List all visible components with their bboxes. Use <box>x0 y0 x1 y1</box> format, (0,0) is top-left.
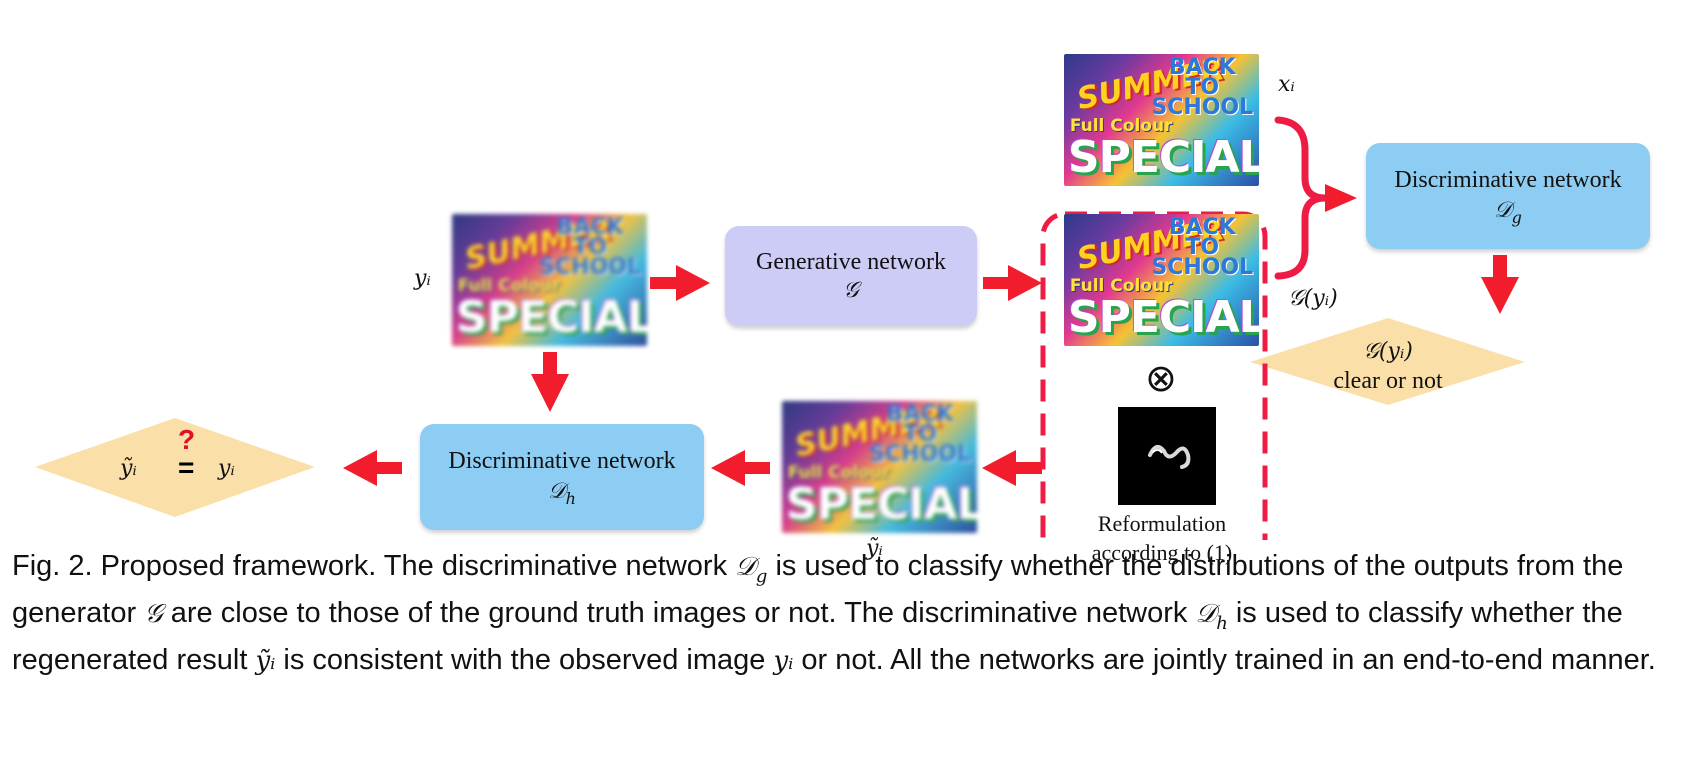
caption-part: Fig. 2. Proposed framework. The discrimi… <box>12 550 736 582</box>
decision-diamond-left <box>35 418 315 517</box>
caption-math: ỹᵢ <box>255 645 276 676</box>
caption-math: 𝒢 <box>144 598 163 629</box>
arrow-brace-to-disc-g <box>1325 184 1357 212</box>
reformulation-line1: Reformulation <box>1097 511 1227 536</box>
arrow-input-to-disc-h <box>531 352 569 412</box>
decision-right-text: 𝒢(yᵢ) clear or not <box>1288 338 1488 396</box>
decision-left-question: ? <box>178 424 196 455</box>
decision-left-lhs: ỹᵢ <box>120 456 137 481</box>
caption-math: yᵢ <box>773 645 794 676</box>
generative-network-label: Generative network <box>756 249 946 276</box>
decision-left-equals: = <box>178 452 195 483</box>
decision-right-label: clear or not <box>1333 367 1443 394</box>
caption-part: is used to classify whether the distribu… <box>12 550 1624 629</box>
merge-brace <box>1274 116 1326 280</box>
caption-math: 𝒟 <box>735 552 756 582</box>
figure-caption: Fig. 2. Proposed framework. The discrimi… <box>12 548 1657 680</box>
disc-g-symbol: 𝒟g <box>1494 197 1522 227</box>
arrow-disc-g-to-decision <box>1481 255 1519 314</box>
connectors-layer <box>35 116 1525 540</box>
caption-math-sub: h <box>1216 612 1228 634</box>
blur-kernel-image <box>1118 407 1216 505</box>
decision-diamond-right <box>1250 318 1525 405</box>
caption-part: or not. All the networks are jointly tra… <box>793 643 1656 676</box>
discriminative-network-h-label: Discriminative network <box>448 447 676 474</box>
image-text-special: SPECIAL <box>1067 132 1259 184</box>
decision-right-symbol: 𝒢(yᵢ) <box>1363 339 1413 364</box>
label-y-i: yᵢ <box>414 266 431 291</box>
generative-network-box: Generative network 𝒢 <box>725 226 977 326</box>
arrow-input-to-generator <box>650 265 710 301</box>
discriminative-network-h-box: Discriminative network 𝒟h <box>420 424 704 530</box>
image-text-full-colour: Full Colour <box>1069 276 1173 297</box>
caption-math: 𝒟 <box>1195 598 1217 629</box>
caption-part: is used to classify whether the regenera… <box>12 596 1623 676</box>
label-y-tilde: ỹᵢ <box>866 536 883 561</box>
disc-h-symbol: 𝒟h <box>548 478 576 508</box>
decision-left-rhs: yᵢ <box>218 456 235 481</box>
arrow-reformulation-to-regenerated <box>982 450 1042 486</box>
image-text-full-colour: Full Colour <box>1069 116 1173 137</box>
discriminative-network-g-box: Discriminative network 𝒟g <box>1366 143 1650 249</box>
label-g-of-y-i: 𝒢(yᵢ) <box>1288 286 1338 311</box>
image-text-special: SPECIAL <box>1067 292 1259 344</box>
arrow-generator-to-output <box>983 265 1042 301</box>
convolution-operator: ⊗ <box>1145 356 1177 400</box>
discriminative-network-g-label: Discriminative network <box>1394 166 1622 193</box>
caption-math-sub: g <box>755 565 768 587</box>
arrow-disc-h-to-decision <box>343 450 402 486</box>
caption-part: are close to those of the ground truth i… <box>162 596 1196 629</box>
generator-symbol: 𝒢 <box>843 278 859 304</box>
reformulation-line2: according to (1) <box>1091 539 1233 565</box>
image-text-full-colour: Full Colour <box>787 463 891 484</box>
image-text-full-colour: Full Colour <box>457 276 561 297</box>
label-x-i: xᵢ <box>1278 72 1295 97</box>
image-text-special: SPECIAL <box>785 479 977 531</box>
image-text-special: SPECIAL <box>455 292 647 344</box>
reformulation-text: Reformulation according to (1) <box>1064 510 1260 567</box>
arrow-regenerated-to-disc-h <box>711 450 770 486</box>
caption-part: is consistent with the observed image <box>275 643 774 676</box>
